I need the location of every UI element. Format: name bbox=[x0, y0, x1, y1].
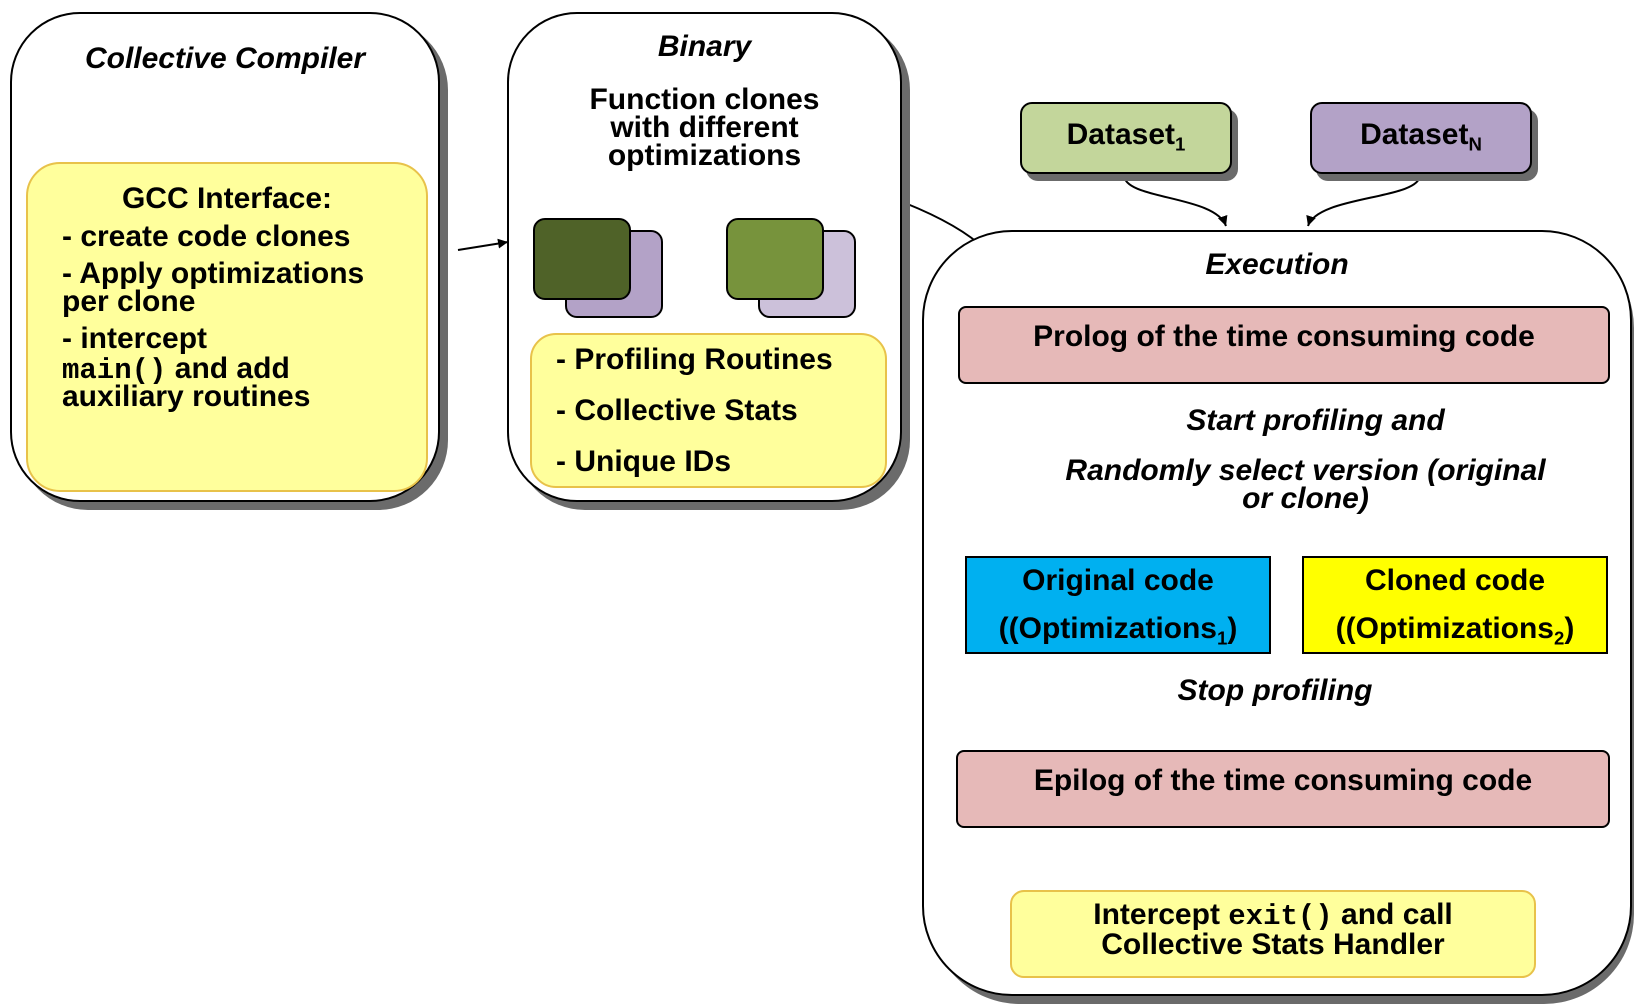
execution-title: Execution bbox=[1205, 248, 1349, 281]
binary-item-unique-ids: - Unique IDs bbox=[556, 445, 732, 478]
gcc-interface-heading: GCC Interface: bbox=[121, 182, 333, 215]
original-optimizations: ((Optimizations1) bbox=[998, 612, 1238, 649]
gcc-interface-box: GCC Interface: - create code clones - Ap… bbox=[26, 162, 428, 492]
datasetN-box: DatasetN bbox=[1310, 102, 1532, 174]
epilog-box: Epilog of the time consuming code bbox=[956, 750, 1610, 828]
gcc-line-clones: - create code clones bbox=[62, 220, 351, 253]
original-code-label: Original code bbox=[1022, 564, 1214, 597]
gcc-line-and-add: and add bbox=[174, 352, 290, 385]
dataset1-to-execution-arrow bbox=[1123, 174, 1228, 227]
start-profiling-line1: Start profiling and bbox=[1186, 404, 1445, 437]
dataset1-label: Dataset1 bbox=[1022, 118, 1230, 156]
clone-icon-front-1 bbox=[533, 218, 631, 300]
gcc-line-auxiliary: auxiliary routines bbox=[62, 380, 311, 413]
gcc-line-optimizations: - Apply optimizations bbox=[62, 257, 365, 290]
clone-icon-front-2 bbox=[726, 218, 824, 300]
binary-title: Binary bbox=[657, 30, 752, 63]
dataset1-box: Dataset1 bbox=[1020, 102, 1232, 174]
main-code: main() bbox=[62, 354, 167, 387]
binary-desc-line3: optimizations bbox=[607, 139, 802, 172]
datasetN-label: DatasetN bbox=[1312, 118, 1530, 156]
start-profiling-line2: Randomly select version (original bbox=[1065, 454, 1546, 487]
cloned-code-label: Cloned code bbox=[1364, 564, 1545, 597]
exit-line2: Collective Stats Handler bbox=[1101, 928, 1445, 961]
epilog-label: Epilog of the time consuming code bbox=[1033, 764, 1533, 797]
prolog-label: Prolog of the time consuming code bbox=[1033, 320, 1535, 353]
exit-line1: Intercept exit() and call bbox=[1012, 898, 1534, 933]
binary-description: Function clones with different optimizat… bbox=[509, 83, 900, 172]
binary-routines-box: - Profiling Routines - Collective Stats … bbox=[530, 333, 887, 488]
gcc-line-intercept: - intercept bbox=[62, 322, 208, 355]
compiler-to-binary-arrow bbox=[457, 238, 509, 251]
cloned-optimizations: ((Optimizations2) bbox=[1335, 612, 1575, 649]
dataset1-subscript: 1 bbox=[1175, 133, 1186, 155]
stop-profiling-label: Stop profiling bbox=[1177, 674, 1373, 707]
cloned-opt-text: (Optimizations bbox=[1345, 612, 1554, 645]
datasetN-to-execution-arrow bbox=[1306, 174, 1421, 227]
original-opt-text: (Optimizations bbox=[1008, 612, 1217, 645]
prolog-box: Prolog of the time consuming code bbox=[958, 306, 1610, 384]
cloned-code-box: Cloned code ((Optimizations2) bbox=[1302, 556, 1608, 654]
binary-desc-line1: Function clones bbox=[589, 83, 820, 116]
gcc-line-main: main() and add bbox=[62, 352, 290, 387]
compiler-title: Collective Compiler bbox=[84, 42, 366, 75]
binary-item-collective-stats: - Collective Stats bbox=[556, 394, 798, 427]
exit-and-call-text: and call bbox=[1341, 898, 1453, 931]
exit-intercept-text: Intercept bbox=[1093, 898, 1220, 931]
exit-handler-box: Intercept exit() and call Collective Sta… bbox=[1010, 890, 1536, 978]
original-opt-subscript: 1 bbox=[1217, 627, 1228, 649]
binary-desc-line2: with different bbox=[610, 111, 799, 144]
binary-item-profiling: - Profiling Routines bbox=[556, 343, 833, 376]
exit-code: exit() bbox=[1228, 900, 1333, 933]
dataset1-name: Dataset bbox=[1066, 118, 1176, 151]
original-code-box: Original code ((Optimizations1) bbox=[965, 556, 1271, 654]
gcc-line-per-clone: per clone bbox=[62, 285, 196, 318]
start-profiling-line3: or clone) bbox=[1242, 482, 1369, 515]
cloned-opt-subscript: 2 bbox=[1554, 627, 1565, 649]
datasetN-name: Dataset bbox=[1360, 118, 1469, 151]
datasetN-subscript: N bbox=[1468, 133, 1482, 155]
